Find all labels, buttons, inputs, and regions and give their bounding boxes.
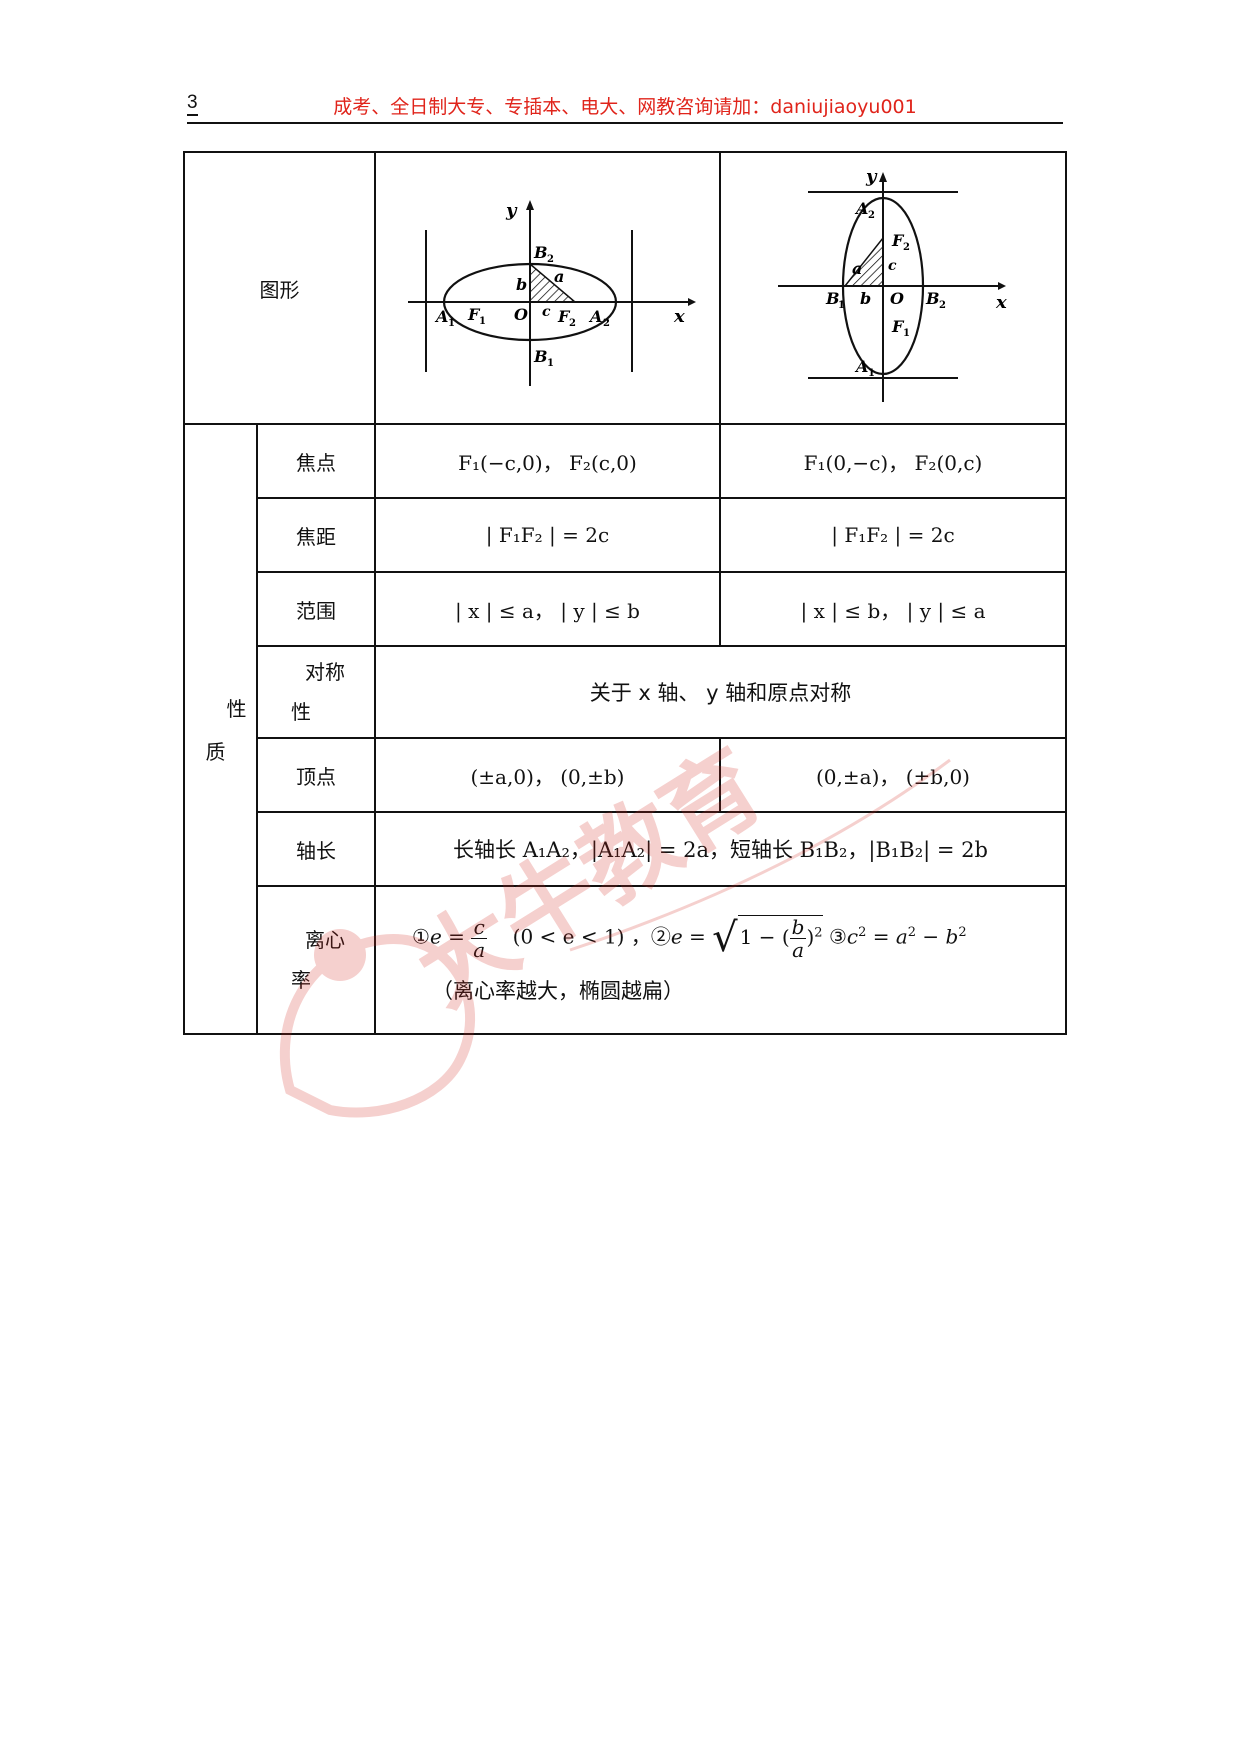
figure-vertical-ellipse: y x A 2 A 1 F 2 F 1 B 1 B 2 O a b c (719, 151, 1067, 425)
svg-text:2: 2 (939, 300, 946, 311)
label-axis-length: 轴长 (256, 811, 376, 887)
row-figure: 图形 y x B 2 B 1 (183, 151, 1067, 425)
ellipse-properties-table: 图形 y x B 2 B 1 (183, 151, 1067, 1035)
range-horizontal: | x | ≤ a， | y | ≤ b (374, 571, 721, 647)
label-eccentricity: 离心 率 (256, 885, 376, 1035)
label-y-axis: y (505, 200, 518, 221)
figure-horizontal-ellipse: y x B 2 B 1 A 1 A 2 F 1 F 2 O a b c (374, 151, 721, 425)
focal-distance-horizontal: | F₁F₂ | = 2c (374, 497, 721, 573)
label-x-axis-right: x (995, 292, 1007, 313)
vertex-vertical: (0,±a)， (±b,0) (719, 737, 1067, 813)
vertical-ellipse-diagram: y x A 2 A 1 F 2 F 1 B 1 B 2 O a b c (778, 166, 1007, 402)
label-vertex: 顶点 (256, 737, 376, 813)
label-a: a (554, 267, 564, 286)
vertex-horizontal: (±a,0)， (0,±b) (374, 737, 721, 813)
label-a2: A (588, 307, 602, 326)
label-b2: B (533, 243, 548, 262)
svg-text:2: 2 (603, 318, 610, 329)
svg-text:1: 1 (868, 368, 875, 379)
focus-vertical: F₁(0,−c)， F₂(0,c) (719, 423, 1067, 499)
page-number: 3 (187, 92, 198, 116)
label-property-group: 性 质 (183, 423, 258, 1035)
svg-text:2: 2 (569, 318, 576, 329)
page-header: 3 成考、全日制大专、专插本、电大、网教咨询请加：daniujiaoyu001 (187, 88, 1063, 124)
label-f2: F (557, 307, 571, 326)
row-symmetry: 对称 性 关于 x 轴、 y 轴和原点对称 (184, 645, 1067, 739)
symmetry-value: 关于 x 轴、 y 轴和原点对称 (374, 645, 1067, 739)
horizontal-ellipse-diagram: y x B 2 B 1 A 1 A 2 F 1 F 2 O a b c (407, 199, 696, 386)
row-focal-distance: 焦距 | F₁F₂ | = 2c | F₁F₂ | = 2c (184, 497, 1067, 573)
header-contact-text: 成考、全日制大专、专插本、电大、网教咨询请加：daniujiaoyu001 (333, 96, 917, 118)
eccentricity-note: （离心率越大，椭圆越扁） (432, 979, 684, 1003)
label-c-right: c (888, 258, 897, 274)
label-b1-right: B (825, 289, 840, 308)
label-a-right: a (852, 259, 862, 278)
label-b1: B (533, 347, 548, 366)
range-vertical: | x | ≤ b， | y | ≤ a (719, 571, 1067, 647)
label-origin: O (514, 305, 528, 324)
svg-text:1: 1 (838, 300, 845, 311)
row-focus: 性 质 焦点 F₁(−c,0)， F₂(c,0) F₁(0,−c)， F₂(0,… (183, 423, 1067, 1035)
label-symmetry: 对称 性 (256, 645, 376, 739)
focus-horizontal: F₁(−c,0)， F₂(c,0) (374, 423, 721, 499)
svg-text:2: 2 (868, 210, 875, 221)
label-a2-right: A (854, 199, 868, 218)
row-axis-length: 轴长 长轴长 A₁A₂，|A₁A₂| = 2a，短轴长 B₁B₂，|B₁B₂| … (184, 811, 1067, 887)
label-a1: A (434, 307, 448, 326)
svg-text:2: 2 (903, 242, 910, 253)
label-b2-right: B (925, 289, 940, 308)
label-a1-right: A (854, 357, 868, 376)
label-figure: 图形 (183, 151, 376, 425)
label-range: 范围 (256, 571, 376, 647)
label-b-right: b (860, 289, 871, 308)
svg-text:1: 1 (903, 328, 910, 339)
row-vertex: 顶点 (±a,0)， (0,±b) (0,±a)， (±b,0) (184, 737, 1067, 813)
label-y-axis-right: y (865, 166, 878, 187)
label-f1: F (467, 305, 481, 324)
label-origin-right: O (890, 289, 904, 308)
label-x-axis: x (673, 306, 685, 327)
focal-distance-vertical: | F₁F₂ | = 2c (719, 497, 1067, 573)
label-b: b (516, 275, 527, 294)
label-f2-right: F (891, 231, 905, 250)
label-f1-right: F (891, 317, 905, 336)
svg-text:1: 1 (479, 316, 486, 327)
label-focus: 焦点 (256, 423, 376, 499)
svg-text:1: 1 (448, 318, 455, 329)
label-focal-distance: 焦距 (256, 497, 376, 573)
svg-text:2: 2 (547, 254, 554, 265)
row-range: 范围 | x | ≤ a， | y | ≤ b | x | ≤ b， | y |… (184, 571, 1067, 647)
axis-length-value: 长轴长 A₁A₂，|A₁A₂| = 2a，短轴长 B₁B₂，|B₁B₂| = 2… (374, 811, 1067, 887)
svg-text:1: 1 (547, 358, 554, 369)
label-c: c (542, 304, 551, 320)
